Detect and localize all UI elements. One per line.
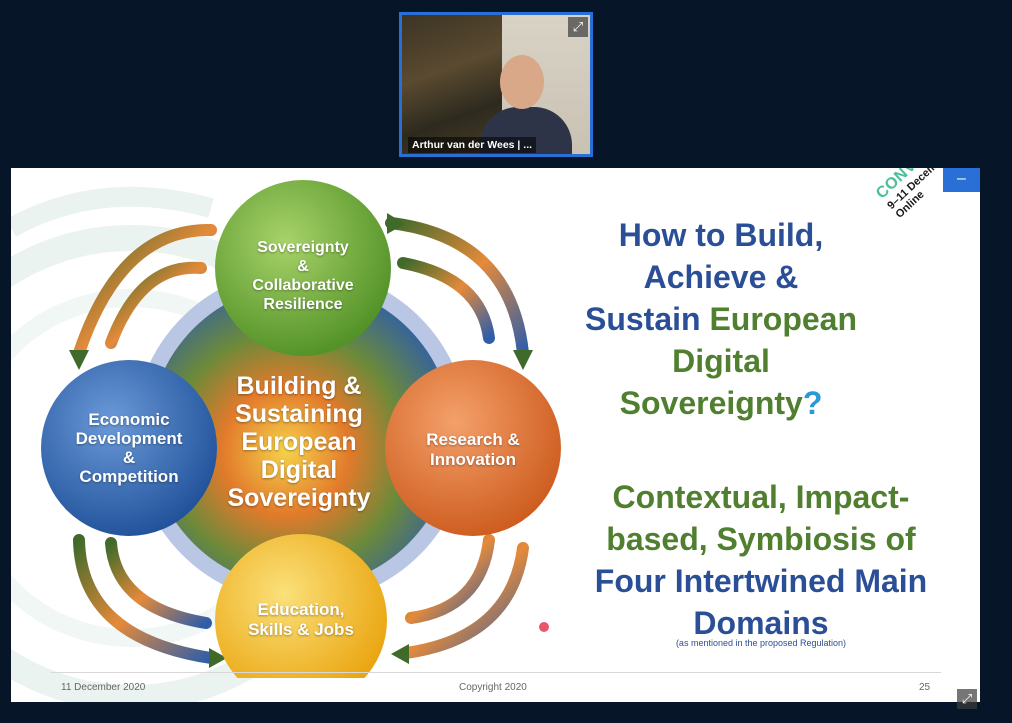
expand-icon: ⤢ <box>961 691 973 706</box>
title-line: How to Build, <box>618 217 824 253</box>
title-question-mark: ? <box>802 385 823 421</box>
subtitle-line: based, Symbiosis of <box>606 521 916 557</box>
cycle-arrows <box>73 217 529 664</box>
laser-pointer-dot <box>539 622 549 632</box>
label-line: Skills & Jobs <box>248 620 354 639</box>
subtitle-line: Four Intertwined Main <box>594 563 928 599</box>
subtitle-line: Contextual, Impact- <box>612 479 910 515</box>
research-circle <box>385 360 561 536</box>
label-line: Resilience <box>263 296 343 313</box>
footer-date: 11 December 2020 <box>61 682 146 693</box>
economic-circle <box>41 360 217 536</box>
label-line: Digital <box>260 456 338 484</box>
label-line: Sovereignty <box>227 484 371 512</box>
title-line: Achieve & <box>643 259 799 295</box>
slide-title: How to Build, Achieve & Sustain European… <box>571 214 871 424</box>
minimize-icon: – <box>957 170 966 187</box>
sovereignty-circle <box>215 180 391 356</box>
title-word: Sustain <box>584 301 701 337</box>
speaker-name-label: Arthur van der Wees | ... <box>408 137 537 153</box>
label-line: Economic <box>88 410 170 429</box>
title-line: Digital <box>672 343 770 379</box>
economic-circle-label: Economic Development & Competition <box>51 410 207 486</box>
title-word: European <box>709 301 858 337</box>
shared-slide: Sovereignty & Collaborative Resilience E… <box>11 168 980 702</box>
title-line: Sustain European <box>571 298 871 340</box>
label-line: Education, <box>257 600 345 619</box>
title-line: Sovereignty? <box>571 382 871 424</box>
label-line: Collaborative <box>252 277 354 294</box>
sovereignty-diagram <box>41 180 561 678</box>
sovereignty-circle-label: Sovereignty & Collaborative Resilience <box>223 238 383 314</box>
center-circle <box>149 284 453 588</box>
expand-video-button[interactable]: ⤢ <box>568 17 588 37</box>
label-line: Sustaining <box>235 400 363 428</box>
label-line: Research & <box>426 430 520 449</box>
footer-copyright: Copyright 2020 <box>459 682 527 693</box>
footer-page-number: 25 <box>919 682 931 693</box>
education-circle-label: Education, Skills & Jobs <box>227 600 375 640</box>
subtitle-line: Domains <box>693 605 829 641</box>
minimize-slide-button[interactable]: – <box>943 168 980 192</box>
slide-subtitle: Contextual, Impact- based, Symbiosis of … <box>571 476 951 644</box>
label-line: Sovereignty <box>257 239 349 256</box>
label-line: & <box>122 448 136 467</box>
speaker-head <box>500 55 544 109</box>
research-circle-label: Research & Innovation <box>401 430 545 470</box>
education-circle <box>215 534 387 678</box>
label-line: & <box>297 258 309 275</box>
subtitle-note: (as mentioned in the proposed Regulation… <box>675 638 847 648</box>
label-line: Competition <box>79 467 179 486</box>
label-line: Development <box>75 429 183 448</box>
center-circle-label: Building & Sustaining European Digital S… <box>209 372 389 512</box>
label-line: Building & <box>236 372 362 400</box>
expand-slide-button[interactable]: ⤢ <box>957 689 977 709</box>
footer-divider <box>51 672 941 673</box>
expand-icon: ⤢ <box>572 19 584 34</box>
arrow-heads <box>69 213 533 668</box>
label-line: European <box>241 428 357 456</box>
label-line: Innovation <box>430 450 516 469</box>
title-word: Sovereignty <box>619 385 803 421</box>
speaker-video-tile[interactable]: ⤢ Arthur van der Wees | ... <box>399 12 593 157</box>
